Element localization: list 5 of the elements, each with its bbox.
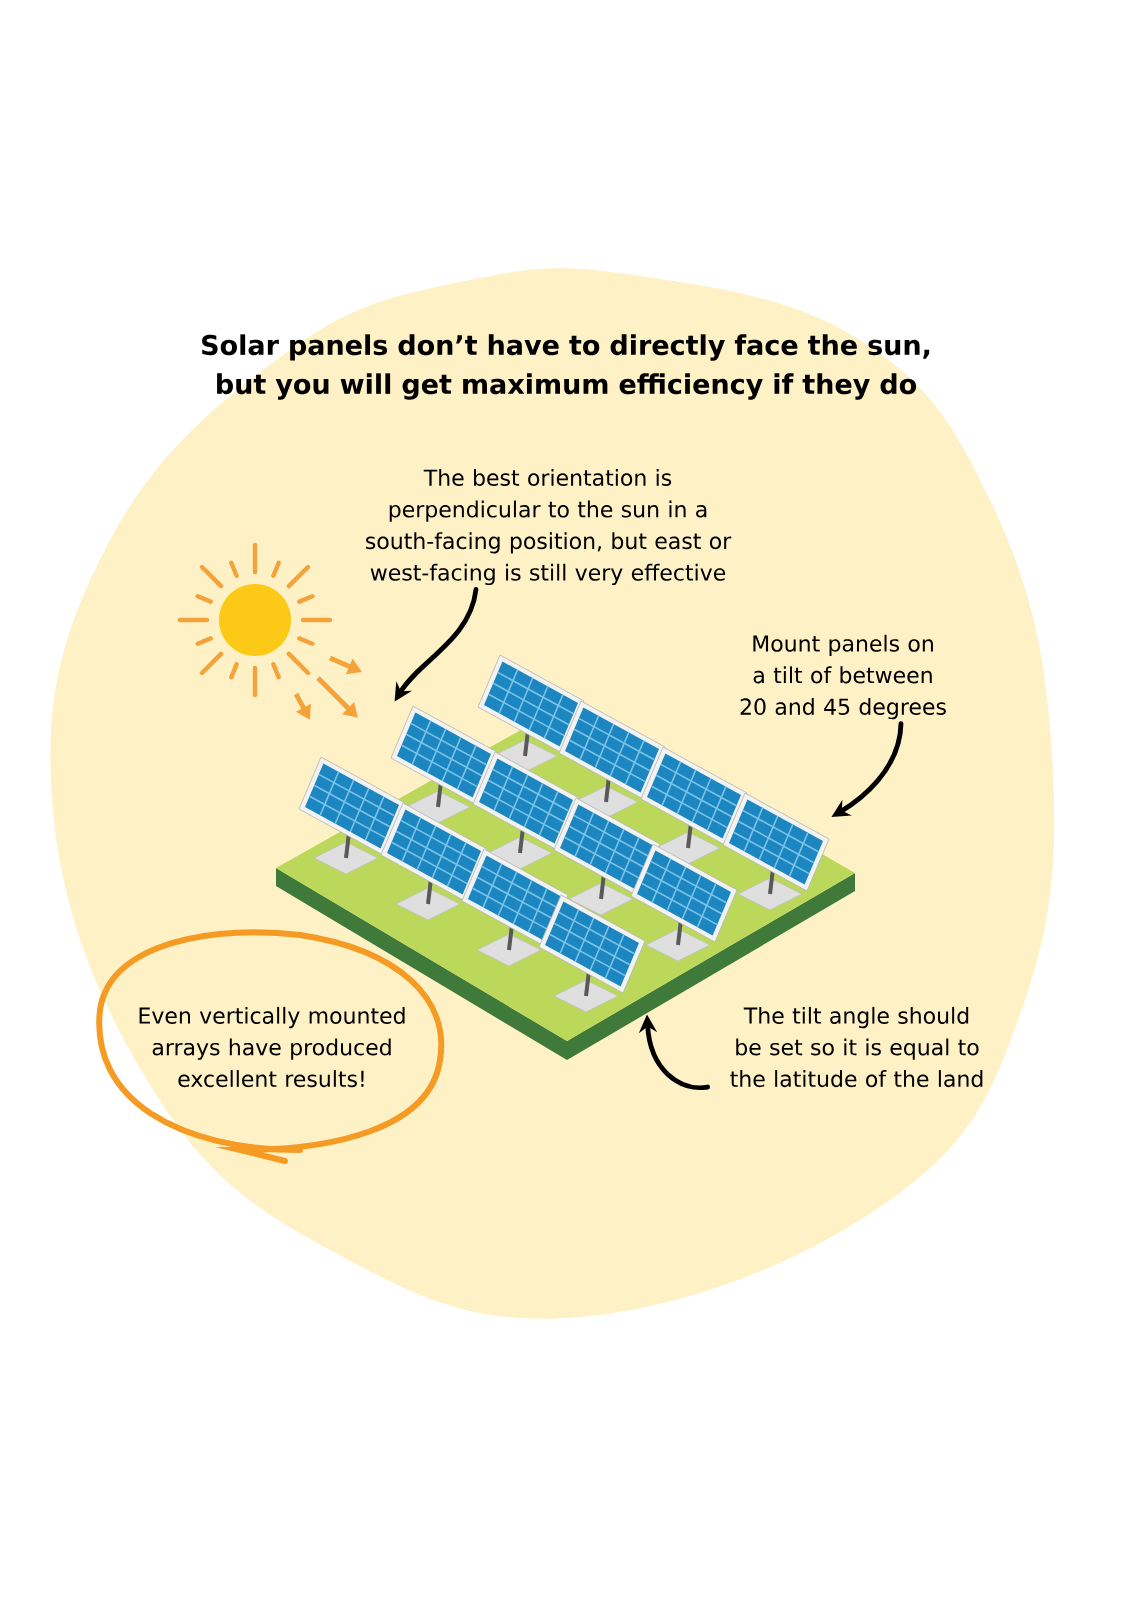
title: Solar panels don’t have to directly face the sun, but you will get maximum efficiency if they do [202,334,930,400]
callout-text: The best orientation is perpendicular to the sun in a south-facing position, but east or west-facing is still very effective [366,468,732,586]
callout-text: The tilt angle should be set so it is equal to the latitude of the land [730,1006,983,1088]
callout-text: Mount panels on a tilt of between 20 and 45 degrees [740,634,946,720]
circled-note: Even vertically mounted arrays have produced excellent results! [96,929,445,1164]
